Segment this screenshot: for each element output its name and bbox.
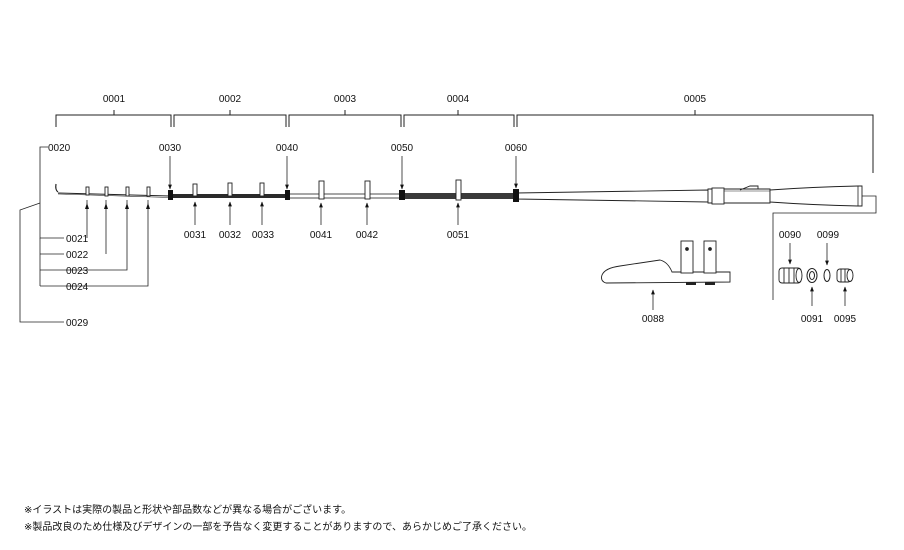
part-label-0091: 0091 [801,314,824,325]
guide-0031 [192,183,198,197]
ferrule-label-0030: 0030 [159,143,182,154]
butt-leader [772,195,877,300]
guide-0021 [85,186,90,196]
ferrule-joints [168,189,519,202]
section-label-5: 0005 [684,94,707,105]
tip-top [55,183,59,193]
part-label-0099: 0099 [817,230,840,241]
tip-guide-leaders [19,200,149,323]
ferrule-0060 [513,189,519,202]
ferrule-0040 [285,190,290,200]
section-label-4: 0004 [447,94,470,105]
disclaimer-note-1: ※イラストは実際の製品と形状や部品数などが異なる場合がございます。 [24,505,352,516]
oring-part [823,269,831,282]
ferrule-label-0060: 0060 [505,143,528,154]
guide-label-0051: 0051 [447,230,470,241]
part-label-0088: 0088 [642,314,665,325]
guide-label-0032: 0032 [219,230,242,241]
guide-label-0029: 0029 [66,318,89,329]
guides [85,179,462,201]
guide-label-0033: 0033 [252,230,275,241]
ferrule-label-0020: 0020 [48,143,71,154]
guide-0041 [318,180,325,200]
guide-0051 [455,179,462,201]
disclaimer-note-2: ※製品改良のため仕様及びデザインの一部を予告なく変更することがありますので、あら… [24,522,532,533]
guide-0022 [104,186,109,197]
guide-0042 [364,180,371,200]
cap-part [778,267,803,284]
guide-label-0031: 0031 [184,230,207,241]
guide-0032 [227,182,233,197]
section-label-3: 0003 [334,94,357,105]
guide-label-0022: 0022 [66,250,89,261]
rod-holder [601,240,731,285]
section-5-blank [515,189,709,203]
section-label-1: 0001 [103,94,126,105]
part-label-0095: 0095 [834,314,857,325]
ferrule-0050 [399,190,405,200]
guide-label-0021: 0021 [66,234,89,245]
guide-label-0041: 0041 [310,230,333,241]
ferrule-label-0040: 0040 [276,143,299,154]
section-3-blank [287,193,403,199]
guide-0024 [146,186,151,197]
part-label-0090: 0090 [779,230,802,241]
guide-label-0024: 0024 [66,282,89,293]
section-label-2: 0002 [219,94,242,105]
ferrule-0030 [168,190,173,200]
ferrule-label-0050: 0050 [391,143,414,154]
guide-0033 [259,182,265,197]
rear-grip [769,185,863,207]
guide-label-0042: 0042 [356,230,379,241]
section-1-blank [57,192,171,197]
guide-label-0023: 0023 [66,266,89,277]
section-brackets [55,110,874,173]
guide-0023 [125,186,130,197]
ring-part [806,268,818,283]
butt-cap-part [836,268,854,283]
